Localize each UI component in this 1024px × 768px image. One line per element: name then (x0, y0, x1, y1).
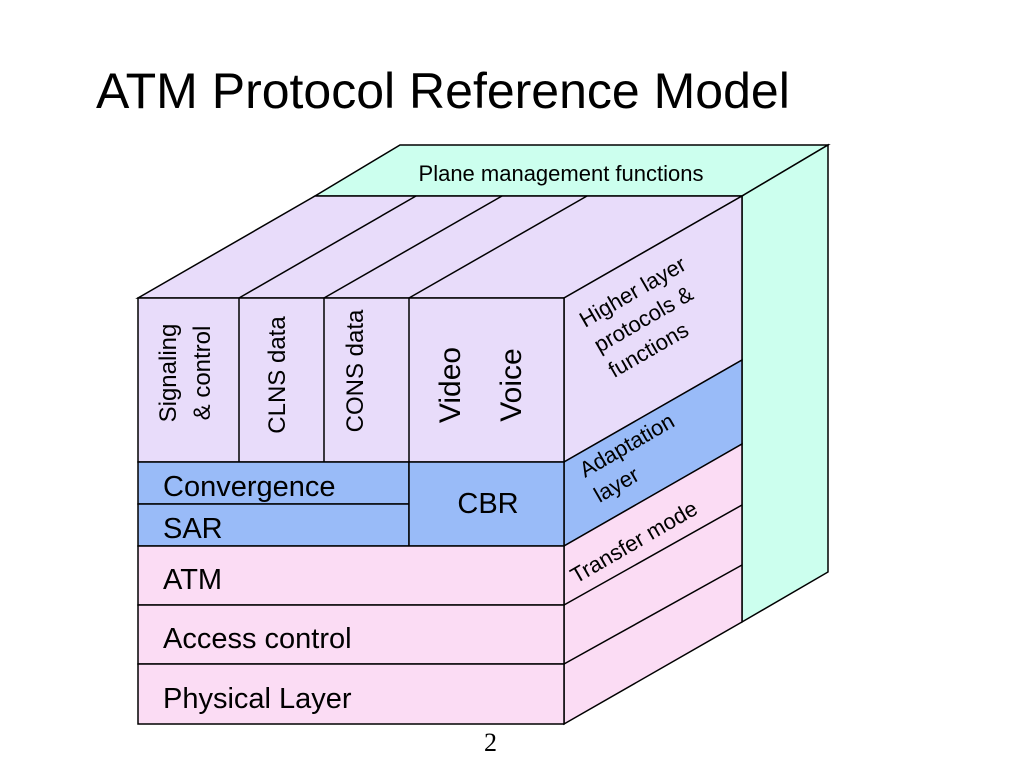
voice-label: Voice (495, 348, 528, 421)
plane-management-region (312, 143, 831, 624)
physical-layer-label: Physical Layer (163, 683, 352, 715)
side-divider-2 (563, 564, 743, 665)
cube-side-face (563, 194, 743, 726)
clns-data-label: CLNS data (264, 316, 291, 434)
physical-layer-box (137, 663, 565, 725)
video-label: Video (434, 347, 467, 423)
atm-layer-box (137, 545, 565, 606)
cube-front-face (137, 297, 565, 725)
cons-data-label: CONS data (342, 309, 369, 432)
cbr-box (408, 461, 565, 547)
top-divider-2 (323, 195, 503, 299)
sar-label: SAR (163, 513, 223, 545)
page-number: 2 (484, 728, 497, 757)
top-face-dividers (238, 195, 588, 299)
top-divider-1 (238, 195, 417, 299)
access-control-box (137, 604, 565, 665)
atm-label: ATM (163, 564, 222, 596)
plane-management-side-face (741, 143, 829, 624)
sar-box (137, 503, 410, 547)
signaling-label: Signaling (155, 324, 182, 423)
cbr-label: CBR (457, 488, 518, 520)
convergence-label: Convergence (163, 471, 336, 503)
side-divider-1 (563, 504, 743, 606)
plane-management-label: Plane management functions (419, 161, 704, 186)
slide-title: ATM Protocol Reference Model (96, 63, 790, 119)
control-label: & control (189, 326, 216, 421)
access-control-label: Access control (163, 623, 352, 655)
top-divider-3 (408, 195, 588, 299)
